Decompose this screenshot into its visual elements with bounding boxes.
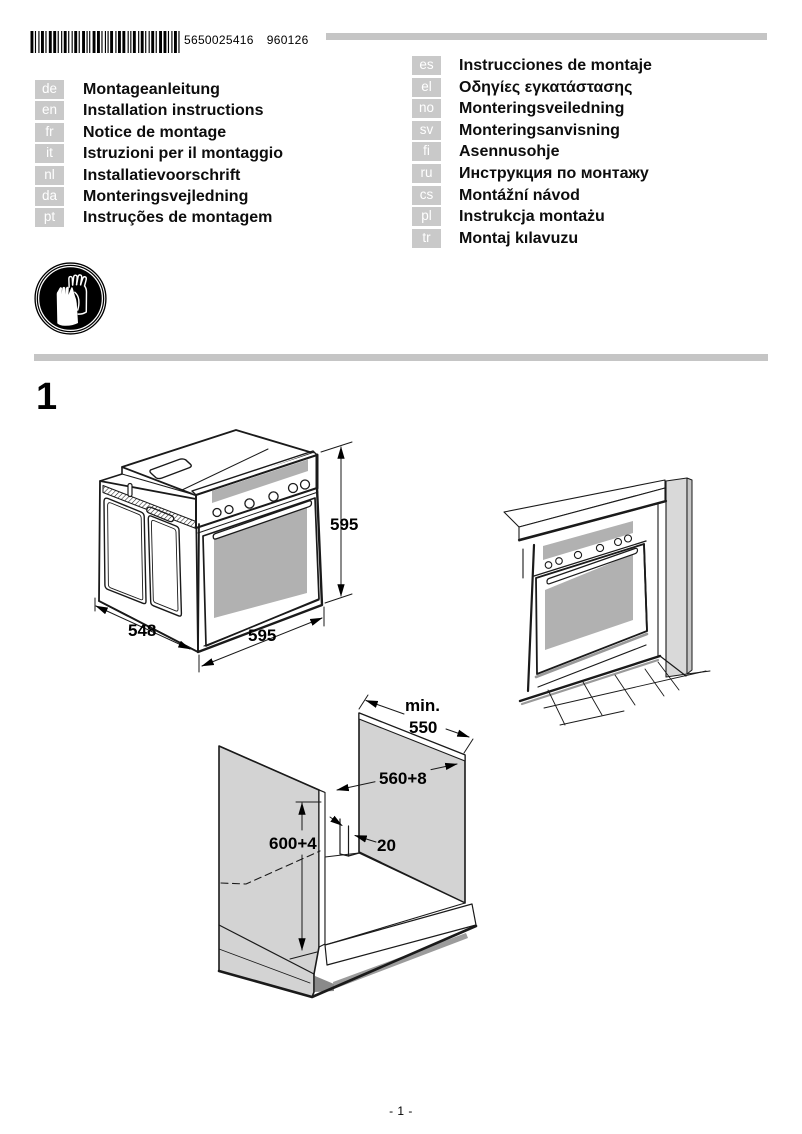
language-title: Installation instructions — [83, 102, 264, 120]
language-row: pt Instruções de montagem — [35, 208, 283, 229]
language-row: tr Montaj kılavuzu — [412, 228, 652, 251]
language-list-left: de Montageanleitung en Installation inst… — [35, 80, 283, 230]
language-title: Montageanleitung — [83, 81, 220, 98]
page-number: - 1 - — [389, 1104, 413, 1118]
dim-niche-min-value: 550 — [409, 718, 437, 737]
language-code-badge: pt — [35, 208, 64, 228]
language-row: ru Инструкция по монтажу — [412, 163, 652, 186]
barcode-date: 960126 — [266, 33, 309, 47]
niche-floor — [324, 852, 466, 946]
oven-door-window — [214, 504, 307, 618]
language-row: da Monteringsvejledning — [35, 186, 283, 208]
language-row: it Istruzioni per il montaggio — [35, 144, 283, 165]
language-code-badge: de — [35, 80, 64, 99]
oven-control-knobs — [212, 479, 311, 518]
oven-installed-drawing — [503, 477, 711, 726]
language-title: Instrukcja montażu — [459, 208, 605, 226]
oven-top-vent — [149, 458, 192, 480]
language-code-badge: da — [35, 186, 64, 206]
language-title: Installatievoorschrift — [83, 166, 241, 184]
language-title: Montaj kılavuzu — [459, 229, 579, 247]
language-code-badge: pl — [412, 207, 441, 227]
kitchen-wall-panel — [665, 477, 688, 678]
floor-tiles — [543, 661, 707, 726]
dim-niche-width: 560+8 — [379, 769, 427, 788]
language-code-badge: nl — [35, 165, 64, 185]
language-row: es Instrucciones de montaje — [412, 56, 652, 78]
header-rule — [326, 33, 767, 40]
language-row: fi Asennusohje — [412, 142, 652, 164]
language-code-badge: en — [35, 101, 64, 121]
language-row: no Monteringsveiledning — [412, 99, 652, 121]
language-title: Monteringsvejledning — [83, 187, 249, 205]
oven-isometric-drawing: 595 548 595 — [94, 429, 358, 673]
language-code-badge: fr — [35, 122, 64, 142]
section-number: 1 — [36, 376, 58, 418]
barcode — [30, 31, 180, 53]
language-code-badge: el — [412, 77, 441, 97]
language-title: Asennusohje — [459, 143, 560, 161]
language-row: el Οδηγίες εγκατάστασης — [412, 77, 652, 100]
language-title: Monteringsveiledning — [459, 100, 625, 118]
language-code-badge: sv — [412, 120, 441, 140]
language-row: fr Notice de montage — [35, 122, 283, 144]
dim-oven-height: 595 — [330, 515, 358, 534]
dim-niche-rail: 20 — [377, 836, 396, 855]
language-row: nl Installatievoorschrift — [35, 165, 283, 187]
dim-oven-width: 595 — [248, 626, 276, 645]
dim-niche-min: min. — [405, 696, 440, 715]
figure-1-drawings: 595 548 595 — [94, 429, 711, 999]
language-code-badge: ru — [412, 163, 441, 183]
language-title: Monteringsanvisning — [459, 121, 620, 139]
dim-oven-depth: 548 — [128, 621, 156, 640]
glove-back-outline — [68, 274, 88, 315]
language-row: de Montageanleitung — [35, 80, 283, 101]
language-title: Notice de montage — [83, 123, 227, 141]
language-title: Instrucciones de montaje — [459, 57, 652, 74]
language-code-badge: it — [35, 144, 64, 164]
glove-front-solid — [56, 286, 79, 326]
language-row: pl Instrukcja montażu — [412, 207, 652, 229]
language-title: Montážní návod — [459, 186, 580, 204]
oven-door-handle — [212, 500, 313, 540]
cabinet-niche-drawing: 20 min. 550 560+8 600+4 — [217, 694, 478, 999]
language-code-badge: es — [412, 56, 441, 75]
language-code-badge: fi — [412, 142, 441, 162]
language-row: en Installation instructions — [35, 101, 283, 122]
installed-oven-window — [545, 554, 633, 650]
oven-display-band — [212, 459, 308, 503]
language-title: Инструкция по монтажу — [459, 164, 649, 182]
barcode-number: 5650025416 — [184, 33, 254, 47]
language-row: cs Montážní návod — [412, 185, 652, 208]
language-title: Οδηγίες εγκατάστασης — [459, 78, 633, 96]
section-rule — [34, 354, 768, 361]
language-code-badge: tr — [412, 228, 441, 248]
dim-niche-height: 600+4 — [269, 834, 317, 853]
barcode-numbers: 5650025416 960126 — [184, 33, 309, 47]
language-row: sv Monteringsanvisning — [412, 120, 652, 143]
language-code-badge: no — [412, 99, 441, 119]
installed-oven-display-band — [543, 521, 633, 560]
language-code-badge: cs — [412, 185, 441, 205]
installed-oven-knobs — [544, 534, 633, 569]
niche-dashed-line — [220, 850, 321, 885]
language-list-right: es Instrucciones de montaje el Οδηγίες ε… — [412, 56, 652, 250]
language-title: Instruções de montagem — [83, 209, 273, 227]
language-title: Istruzioni per il montaggio — [83, 145, 283, 163]
wear-gloves-icon — [34, 262, 107, 335]
